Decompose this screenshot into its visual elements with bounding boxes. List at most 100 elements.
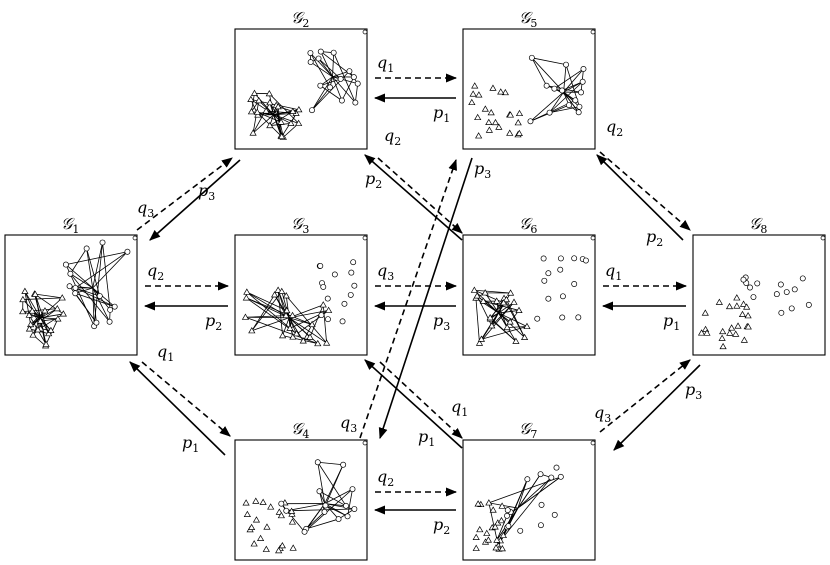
graph-edge — [498, 312, 508, 328]
triangle-node — [295, 106, 303, 113]
graph-edge — [70, 273, 93, 289]
triangle-node — [469, 90, 477, 97]
triangle-node — [34, 326, 42, 333]
circle-node — [62, 261, 69, 268]
circle-node — [747, 284, 753, 291]
circle-node — [330, 49, 337, 56]
circle-node — [773, 291, 780, 298]
transition-label: p2 — [365, 169, 382, 191]
transition-g3-to-g1: p2 — [143, 301, 228, 333]
triangle-node — [473, 292, 481, 299]
triangle-node — [53, 304, 61, 312]
transition-label: q1 — [451, 397, 468, 419]
graph-edge — [302, 324, 313, 342]
graph-edge — [309, 304, 324, 338]
circle-node — [322, 502, 329, 509]
transition-label: p1 — [663, 311, 680, 333]
graph-edge — [496, 515, 508, 541]
transition-label: q2 — [384, 126, 401, 148]
triangle-node — [41, 307, 49, 314]
triangle-node — [740, 336, 748, 343]
transition-letter: q — [377, 261, 387, 280]
circle-node — [537, 471, 544, 478]
graph-edges — [280, 461, 355, 533]
triangle-node — [265, 89, 273, 97]
graph-symbol: 𝒢 — [519, 214, 533, 233]
triangle-node — [733, 294, 741, 301]
circle-node — [93, 319, 100, 326]
graph-edge — [563, 91, 580, 108]
triangle-node — [36, 317, 44, 324]
graph-edge — [507, 326, 527, 328]
transition-letter: p — [685, 380, 695, 399]
triangle-node — [255, 96, 263, 104]
transition-letter: p — [433, 515, 443, 534]
triangle-node — [732, 330, 740, 337]
transition-g1-to-g4: q1 — [141, 342, 231, 437]
transition-subscript: 2 — [375, 178, 382, 191]
triangle-node — [323, 339, 331, 346]
graph-nodes — [470, 235, 596, 346]
triangle-node — [481, 105, 489, 112]
circle-node — [301, 528, 308, 535]
graph-edge — [517, 479, 528, 509]
transition-g8-to-g5: p2 — [596, 154, 684, 249]
graph-edge — [92, 242, 103, 289]
graph-subscript: 1 — [72, 223, 79, 236]
triangle-node — [515, 109, 524, 117]
circle-node — [559, 293, 566, 300]
transition-subscript: 1 — [615, 270, 622, 283]
graph-edge — [24, 291, 31, 325]
triangle-node — [733, 302, 741, 309]
transition-letter: p — [433, 311, 443, 330]
circle-node — [571, 281, 578, 287]
circle-node — [578, 89, 585, 96]
triangle-node — [703, 329, 711, 336]
circle-node — [545, 295, 552, 302]
circle-node — [283, 507, 290, 514]
circle-node — [541, 277, 548, 284]
graph-edge — [24, 291, 41, 318]
triangle-node — [278, 542, 286, 549]
triangle-node — [501, 88, 509, 96]
triangle-node — [241, 313, 250, 320]
graph-edge — [310, 52, 331, 88]
triangle-node — [278, 287, 286, 294]
transition-subscript: 1 — [443, 112, 450, 125]
graph-edge — [75, 292, 115, 308]
transition-subscript: 3 — [484, 168, 491, 181]
circle-node — [349, 486, 356, 493]
transition-label: q1 — [605, 261, 622, 283]
circle-node — [354, 80, 361, 87]
circle-node — [344, 513, 351, 520]
graph-symbol: 𝒢 — [291, 214, 305, 233]
transition-arrow — [359, 158, 457, 439]
graph-edge — [554, 88, 576, 101]
graph-edge — [282, 317, 290, 336]
circle-node — [315, 55, 322, 62]
transition-subscript: 3 — [604, 412, 611, 425]
transition-g4-to-g7: q2 — [375, 467, 458, 497]
transition-subscript: 2 — [394, 135, 401, 148]
transition-subscript: 3 — [695, 389, 702, 402]
transition-letter: p — [418, 427, 428, 446]
graph-subscript: 6 — [530, 223, 537, 236]
circle-node — [314, 459, 321, 466]
circle-node — [740, 276, 747, 283]
transition-subscript: 2 — [387, 476, 394, 489]
circle-node — [545, 270, 552, 277]
graph-edge — [65, 264, 93, 289]
graph-nodes — [472, 440, 596, 552]
transition-subscript: 3 — [208, 190, 215, 203]
triangle-node — [25, 325, 34, 332]
graph-nodes — [247, 29, 368, 140]
transition-letter: q — [157, 342, 167, 361]
graph-edge — [273, 114, 299, 124]
graph-edge — [251, 317, 290, 332]
circle-node — [96, 293, 103, 299]
triangle-node — [299, 337, 307, 344]
graph-edge — [22, 297, 63, 300]
triangle-node — [470, 286, 478, 293]
triangle-node — [485, 118, 493, 125]
